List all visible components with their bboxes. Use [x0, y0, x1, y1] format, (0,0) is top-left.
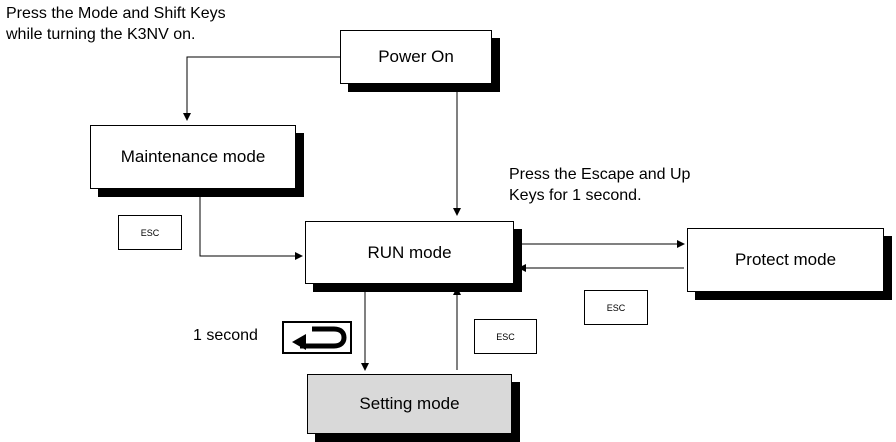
- esc-key-maintenance-label: ESC: [140, 227, 160, 238]
- esc-key-maintenance: ESC: [118, 215, 182, 250]
- node-power-on: Power On: [340, 30, 492, 84]
- node-run-mode-label: RUN mode: [367, 242, 452, 262]
- maintenance-entry-note: Press the Mode and Shift Keys while turn…: [6, 3, 226, 45]
- esc-key-protect: ESC: [584, 290, 648, 325]
- protect-entry-note-line-2: Keys for 1 second.: [509, 187, 642, 204]
- setting-entry-note: 1 second: [193, 327, 258, 344]
- protect-entry-note-line-1: Press the Escape and Up: [509, 166, 691, 183]
- node-maintenance-mode-label: Maintenance mode: [120, 147, 266, 166]
- node-power-on-label: Power On: [378, 47, 454, 66]
- node-setting-mode-label: Setting mode: [359, 394, 460, 413]
- node-protect-mode: Protect mode: [687, 228, 884, 292]
- node-setting-mode: Setting mode: [307, 374, 512, 434]
- protect-entry-note: Press the Escape and Up Keys for 1 secon…: [509, 164, 690, 206]
- node-protect-mode-label: Protect mode: [734, 250, 837, 269]
- maintenance-entry-note-line-1: Press the Mode and Shift Keys: [6, 5, 226, 22]
- return-arrow-key-icon: [282, 321, 352, 354]
- esc-key-setting: ESC: [474, 319, 537, 354]
- esc-key-protect-label: ESC: [606, 302, 626, 313]
- node-maintenance-mode: Maintenance mode: [90, 125, 296, 189]
- node-run-mode: RUN mode: [305, 221, 514, 284]
- arrow-maintenance-to-run: [199, 197, 303, 260]
- maintenance-entry-note-line-2: while turning the K3NV on.: [6, 26, 196, 43]
- esc-key-setting-label: ESC: [496, 331, 515, 342]
- arrow-power-to-maintenance: [183, 56, 340, 121]
